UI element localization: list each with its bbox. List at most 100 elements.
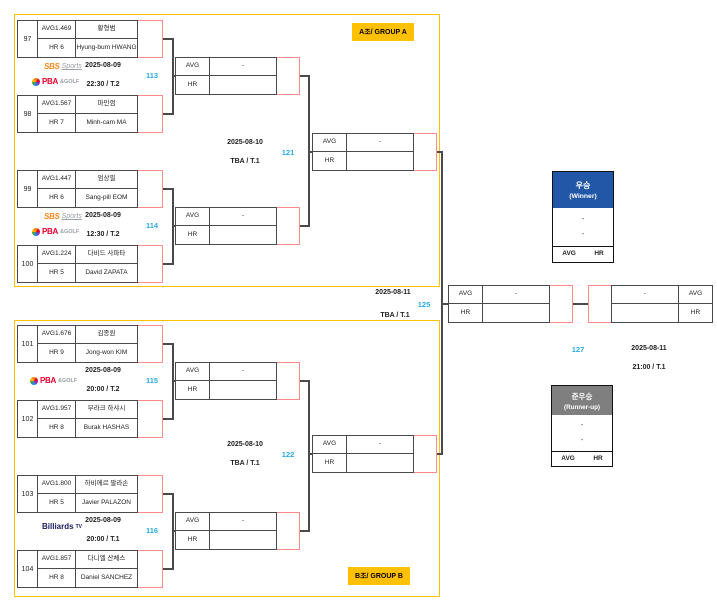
connector-line <box>163 263 172 265</box>
match-121-time: TBA / T.1 <box>230 158 260 165</box>
match-115-date: 2025-08-09 <box>85 367 121 374</box>
winner-113-box: AVG - HR <box>175 57 300 95</box>
match-115-time: 20:00 / T.2 <box>86 386 120 393</box>
winner-115-box: AVG - HR <box>175 362 300 400</box>
advance-slot <box>138 245 163 283</box>
advance-slot <box>414 435 437 473</box>
match-seed-number: 100 <box>18 246 38 282</box>
winner-121-box: AVG - HR <box>312 133 437 171</box>
avg-label: AVG <box>449 286 483 304</box>
match-102-box: 102 AVG1.957 부라크 하샤시 HR 8 Burak HASHAS <box>17 400 163 438</box>
avg-label: AVG <box>313 436 347 454</box>
avg-label: AVG <box>678 286 712 304</box>
player-avg: AVG1.224 <box>38 246 76 264</box>
finalist-left-box: AVG - HR <box>448 285 573 323</box>
connector-line <box>441 303 448 305</box>
sbs-sports-logo: SBS Sports <box>44 212 82 221</box>
winner-footer: AVG HR <box>553 246 613 260</box>
player-name-en: David ZAPATA <box>85 268 128 276</box>
match-99-box: 99 AVG1.447 엄상필 HR 6 Sang-pill EOM <box>17 170 163 208</box>
hr-value <box>347 454 413 472</box>
player-avg: AVG1.567 <box>38 96 76 114</box>
hr-value <box>210 76 276 94</box>
player-hr: HR 6 <box>38 39 76 57</box>
match-114-date: 2025-08-09 <box>85 212 121 219</box>
advance-slot <box>277 207 300 245</box>
connector-line <box>308 453 313 455</box>
match-122-number: 122 <box>281 450 295 459</box>
group-a-panel <box>14 14 440 287</box>
match-100-box: 100 AVG1.224 다비드 사파타 HR 5 David ZAPATA <box>17 245 163 283</box>
player-avg: AVG1.957 <box>38 401 76 419</box>
match-seed-number: 99 <box>18 171 38 207</box>
match-97-box: 97 AVG1.469 황형범 HR 6 Hyung-bum HWANG <box>17 20 163 58</box>
match-seed-number: 97 <box>18 21 38 57</box>
match-127-date: 2025-08-11 <box>631 345 667 352</box>
advance-slot <box>138 95 163 133</box>
advance-slot <box>138 400 163 438</box>
match-125-number: 125 <box>417 300 431 309</box>
player-hr: HR 8 <box>38 569 76 587</box>
pba-golf-logo: PBA &GOLF <box>32 227 79 236</box>
advance-slot <box>277 512 300 550</box>
avg-value: - <box>210 208 276 226</box>
runnerup-body: - - <box>552 415 612 451</box>
hr-value <box>347 152 413 170</box>
player-name-kr: 다니엘 산체스 <box>76 551 137 569</box>
match-seed-number: 104 <box>18 551 38 587</box>
match-125-date: 2025-08-11 <box>375 289 411 296</box>
avg-label: AVG <box>176 58 210 76</box>
connector-line <box>172 225 176 227</box>
connector-line <box>163 568 172 570</box>
hr-label: HR <box>313 454 347 472</box>
avg-label: AVG <box>313 134 347 152</box>
advance-slot <box>138 550 163 588</box>
connector-line <box>163 113 172 115</box>
match-127-number: 127 <box>571 345 585 354</box>
runnerup-title-kr: 준우승 <box>571 391 593 401</box>
match-116-number: 116 <box>145 526 159 535</box>
connector-line <box>300 75 308 77</box>
pba-golf-logo: PBA &GOLF <box>32 77 79 86</box>
player-name-kr: 부라크 하샤시 <box>76 401 137 419</box>
hr-label: HR <box>313 152 347 170</box>
player-avg: AVG1.469 <box>38 21 76 39</box>
avg-label: AVG <box>561 454 575 462</box>
group-a-badge: A조/ GROUP A <box>352 23 414 41</box>
group-b-badge: B조/ GROUP B <box>348 567 410 585</box>
player-name-en: Jong-won KIM <box>85 348 128 356</box>
avg-label: AVG <box>176 363 210 381</box>
player-name-kr: 김종원 <box>76 326 137 344</box>
advance-slot <box>277 57 300 95</box>
runnerup-line1: - <box>580 422 584 430</box>
player-name-kr: 마민껌 <box>76 96 137 114</box>
hr-label: HR <box>594 250 604 257</box>
avg-value: - <box>483 286 549 304</box>
group-b-panel <box>14 320 440 597</box>
advance-slot <box>550 285 573 323</box>
hr-value <box>210 381 276 399</box>
player-hr: HR 5 <box>38 494 76 512</box>
hr-label: HR <box>449 304 483 322</box>
connector-line <box>172 530 176 532</box>
avg-label: AVG <box>176 513 210 531</box>
match-122-time: TBA / T.1 <box>230 460 260 467</box>
runnerup-box: 준우승 (Runner-up) - - AVG HR <box>551 385 613 467</box>
match-115-number: 115 <box>145 376 159 385</box>
avg-value: - <box>612 286 678 304</box>
hr-label: HR <box>176 226 210 244</box>
winner-box: 우승 (Winner) - - AVG HR <box>552 171 614 263</box>
hr-label: HR <box>593 454 603 462</box>
winner-line2: - <box>581 231 585 238</box>
avg-value: - <box>210 363 276 381</box>
advance-slot <box>138 20 163 58</box>
sbs-sports-logo: SBS Sports <box>44 62 82 71</box>
connector-line <box>441 151 443 455</box>
player-avg: AVG1.857 <box>38 551 76 569</box>
match-113-time: 22:30 / T.2 <box>86 81 120 88</box>
match-114-time: 12:30 / T.2 <box>86 231 120 238</box>
hr-label: HR <box>678 304 712 322</box>
runnerup-title-en: (Runner-up) <box>563 403 601 411</box>
player-name-en: Javier PALAZON <box>81 498 131 506</box>
